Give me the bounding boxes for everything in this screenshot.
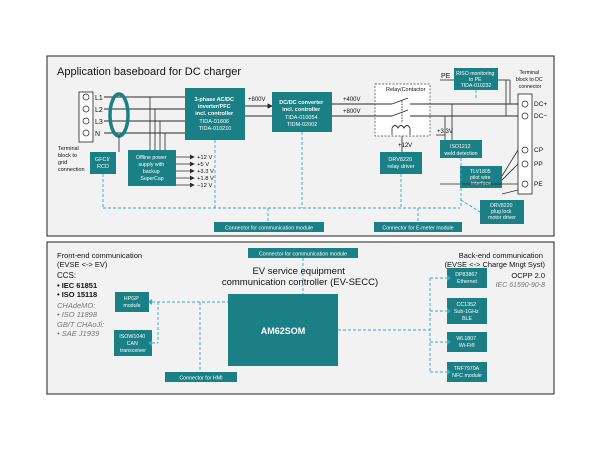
pfc-label: 3-phase AC/DC inverter/PFC incl. control…: [194, 97, 235, 132]
conn-comm-module-top: [214, 222, 324, 232]
hpgp-label: HPGP module: [123, 296, 140, 309]
terminal-grid-label: Terminal block to grid connection: [58, 146, 85, 173]
pfc-inverter-block: [185, 88, 245, 140]
cc1352-sub1ghz-ble: [447, 298, 487, 324]
conn-hmi-label: Connector for HMI: [179, 376, 222, 382]
riso-monitoring-block: [454, 68, 498, 90]
cc1352-label: CC1352 Sub-1GHz BLE: [454, 302, 480, 322]
dp83867-label: DP83867 Ethernet: [455, 272, 479, 285]
dp83867-ethernet: [447, 268, 487, 288]
dc-plus-label: DC+: [534, 101, 547, 108]
out-400v-label: +400V: [343, 97, 361, 103]
conn-hmi: [165, 372, 237, 382]
grid-line-l1: L1: [95, 95, 103, 102]
conn-comm-bottom-label: Connector for communication module: [259, 252, 347, 258]
dc-terminal-block: [517, 93, 533, 195]
offline-psu-label: Offline power supply with backup SuperCa…: [136, 155, 168, 182]
conn-comm-module-bottom: [248, 248, 358, 258]
back-end-title: Back-end communication (EVSE <-> Charge …: [445, 251, 546, 269]
conn-emeter-label: Connector for E-meter module: [382, 226, 453, 232]
grid-line-l3: L3: [95, 119, 103, 126]
gfci-label: GFCI/ RCD: [95, 157, 111, 170]
bus-arrowheads: [148, 275, 451, 375]
relay-contactor-box: [374, 83, 431, 137]
hpgp-module: [115, 292, 149, 312]
am62-label: AM62SOM: [261, 326, 306, 336]
dc-minus-label: DC−: [534, 113, 547, 120]
grid-terminals: [82, 93, 90, 137]
cp-label: CP: [534, 147, 543, 154]
offline-power-supply: [128, 150, 176, 186]
ccs-heading: CCS:: [57, 271, 76, 280]
gbt-heading: GB/T CHAoJi:: [57, 320, 104, 329]
gbt-standards: • SAE J1939: [57, 329, 100, 338]
pp-label: PP: [534, 161, 543, 168]
trf-label: TRF7970A NFC module: [452, 366, 482, 379]
gfci-rcd-block: [90, 152, 116, 174]
iec-label: IEC 61590-90-8: [496, 282, 546, 289]
psu-taps: [149, 97, 166, 150]
ac-lines: [104, 96, 185, 134]
relay-12v-label: +12V: [398, 143, 412, 149]
out-800v-label: +800V: [343, 109, 361, 115]
relay-switches: [375, 97, 430, 123]
drv8220-relay-driver: [380, 152, 422, 174]
dcdc-converter-block: [272, 92, 332, 132]
iso1212-weld-detection: [440, 140, 482, 158]
isow1040-can-transceiver: [114, 330, 152, 356]
tlv1805-pilot-interface: [460, 166, 502, 188]
control-bus-top: [102, 90, 481, 222]
grid-line-n: N: [95, 131, 100, 138]
rail-voltages: +12 V +5 V +3.3 V +1.8 V −12 V: [197, 155, 216, 189]
terminal-dc-label: Terminal block to DC connector: [516, 70, 544, 90]
bus-800v-label: +800V: [248, 97, 266, 103]
relay-coil: [391, 125, 411, 129]
grid-terminal-block: [78, 91, 94, 143]
relay-label: Relay/Contactor: [386, 87, 426, 93]
chademo-standards: • ISO 11898: [57, 310, 98, 319]
evsecc-title: EV service equipment communication contr…: [222, 266, 378, 288]
iso1212-label: ISO1212 weld detection: [444, 144, 477, 157]
grid-line-l2: L2: [95, 107, 103, 114]
riso-label: RISO monitoring to PE TIDA-010232: [456, 71, 496, 89]
wl1807-label: WL1807 Wi-Fi®: [456, 336, 477, 349]
pe-terminal-label: PE: [534, 181, 543, 188]
dcdc-label: DC/DC converter incl. controller TIDA-01…: [279, 100, 325, 128]
ccs-standards: • IEC 61851 • ISO 15118: [57, 281, 99, 299]
wl1807-wifi: [447, 332, 487, 352]
drv8220-plug-lock-driver: [480, 200, 524, 224]
trf7970a-nfc: [447, 362, 487, 382]
conn-emeter-module: [374, 222, 462, 232]
dc-output-lines: [332, 103, 375, 117]
pe-top-label: PE: [441, 73, 451, 80]
chademo-heading: CHAdeMO:: [57, 301, 95, 310]
conn-comm-top-label: Connector for communication module: [225, 226, 313, 232]
drv-relay-label: DRV8220 relay driver: [387, 157, 414, 170]
control-bus-bottom: [152, 258, 447, 373]
front-end-title: Front-end communication (EVSE <-> EV): [57, 251, 144, 269]
iso1040-label: ISOW1040 CAN transceiver: [119, 334, 146, 354]
baseboard-title: Application baseboard for DC charger: [57, 66, 241, 78]
rail-lines: [176, 154, 195, 188]
drv-plug-label: DRV8220 plug lock motor driver: [488, 203, 516, 221]
am62-som: [228, 294, 338, 366]
ocpp-label: OCPP 2.0: [511, 271, 545, 280]
dc-terminals: [521, 100, 529, 188]
